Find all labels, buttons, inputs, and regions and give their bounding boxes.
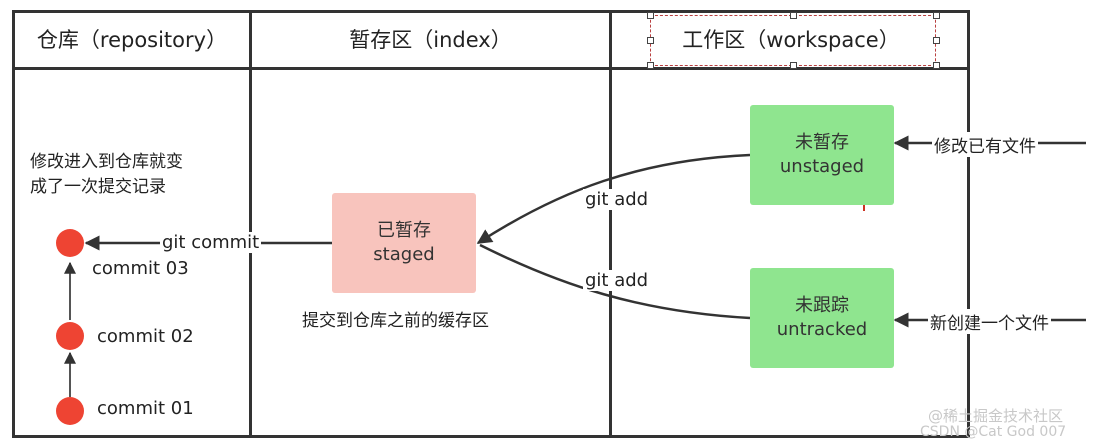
git-add-label-1: git add [583, 189, 651, 210]
staged-box-subtitle: staged [373, 244, 435, 265]
column-divider-1 [249, 10, 252, 438]
unstaged-box-title: 未暂存 [795, 132, 849, 153]
resize-handle-w[interactable] [647, 37, 654, 44]
column-divider-2 [609, 10, 612, 438]
resize-handle-n[interactable] [790, 12, 797, 19]
repo-note-line1: 修改进入到仓库就变 [30, 152, 183, 172]
modify-existing-label: 修改已有文件 [932, 132, 1038, 157]
untracked-box-title: 未跟踪 [795, 295, 849, 316]
staged-box-title: 已暂存 [377, 220, 431, 241]
unstaged-box-subtitle: unstaged [779, 156, 865, 177]
watermark-line2: CSDN @Cat God 007 [920, 424, 1067, 440]
resize-handle-nw[interactable] [647, 12, 654, 19]
commit-node-02 [56, 322, 84, 350]
create-new-label: 新创建一个文件 [928, 309, 1051, 334]
index-note: 提交到仓库之前的缓存区 [302, 311, 489, 331]
git-add-label-2: git add [583, 270, 651, 291]
untracked-box[interactable]: 未跟踪 untracked [750, 268, 894, 368]
resize-handle-e[interactable] [933, 37, 940, 44]
git-add-arrow-untracked [479, 243, 751, 320]
git-commit-label: git commit [160, 232, 262, 253]
resize-handle-ne[interactable] [933, 12, 940, 19]
header-workspace: 工作区（workspace） [682, 28, 900, 52]
unstaged-box[interactable]: 未暂存 unstaged [750, 105, 894, 205]
diagram-frame [12, 10, 970, 438]
git-add-arrow-unstaged [476, 153, 751, 245]
resize-handle-sw[interactable] [647, 62, 654, 69]
header-repository: 仓库（repository） [36, 28, 228, 52]
commit-label-03: commit 03 [92, 258, 189, 279]
header-divider [12, 67, 970, 70]
watermark-line1: @稀土掘金技术社区 [928, 407, 1064, 425]
commit-node-01 [56, 397, 84, 425]
commit-label-02: commit 02 [97, 326, 194, 347]
header-index: 暂存区（index） [349, 28, 512, 52]
commit-node-03 [56, 229, 84, 257]
commit-label-01: commit 01 [97, 398, 194, 419]
repo-note-line2: 成了一次提交记录 [30, 177, 166, 197]
resize-handle-se[interactable] [933, 62, 940, 69]
staged-box[interactable]: 已暂存 staged [332, 193, 476, 293]
untracked-box-subtitle: untracked [776, 319, 868, 340]
resize-handle-s[interactable] [790, 62, 797, 69]
